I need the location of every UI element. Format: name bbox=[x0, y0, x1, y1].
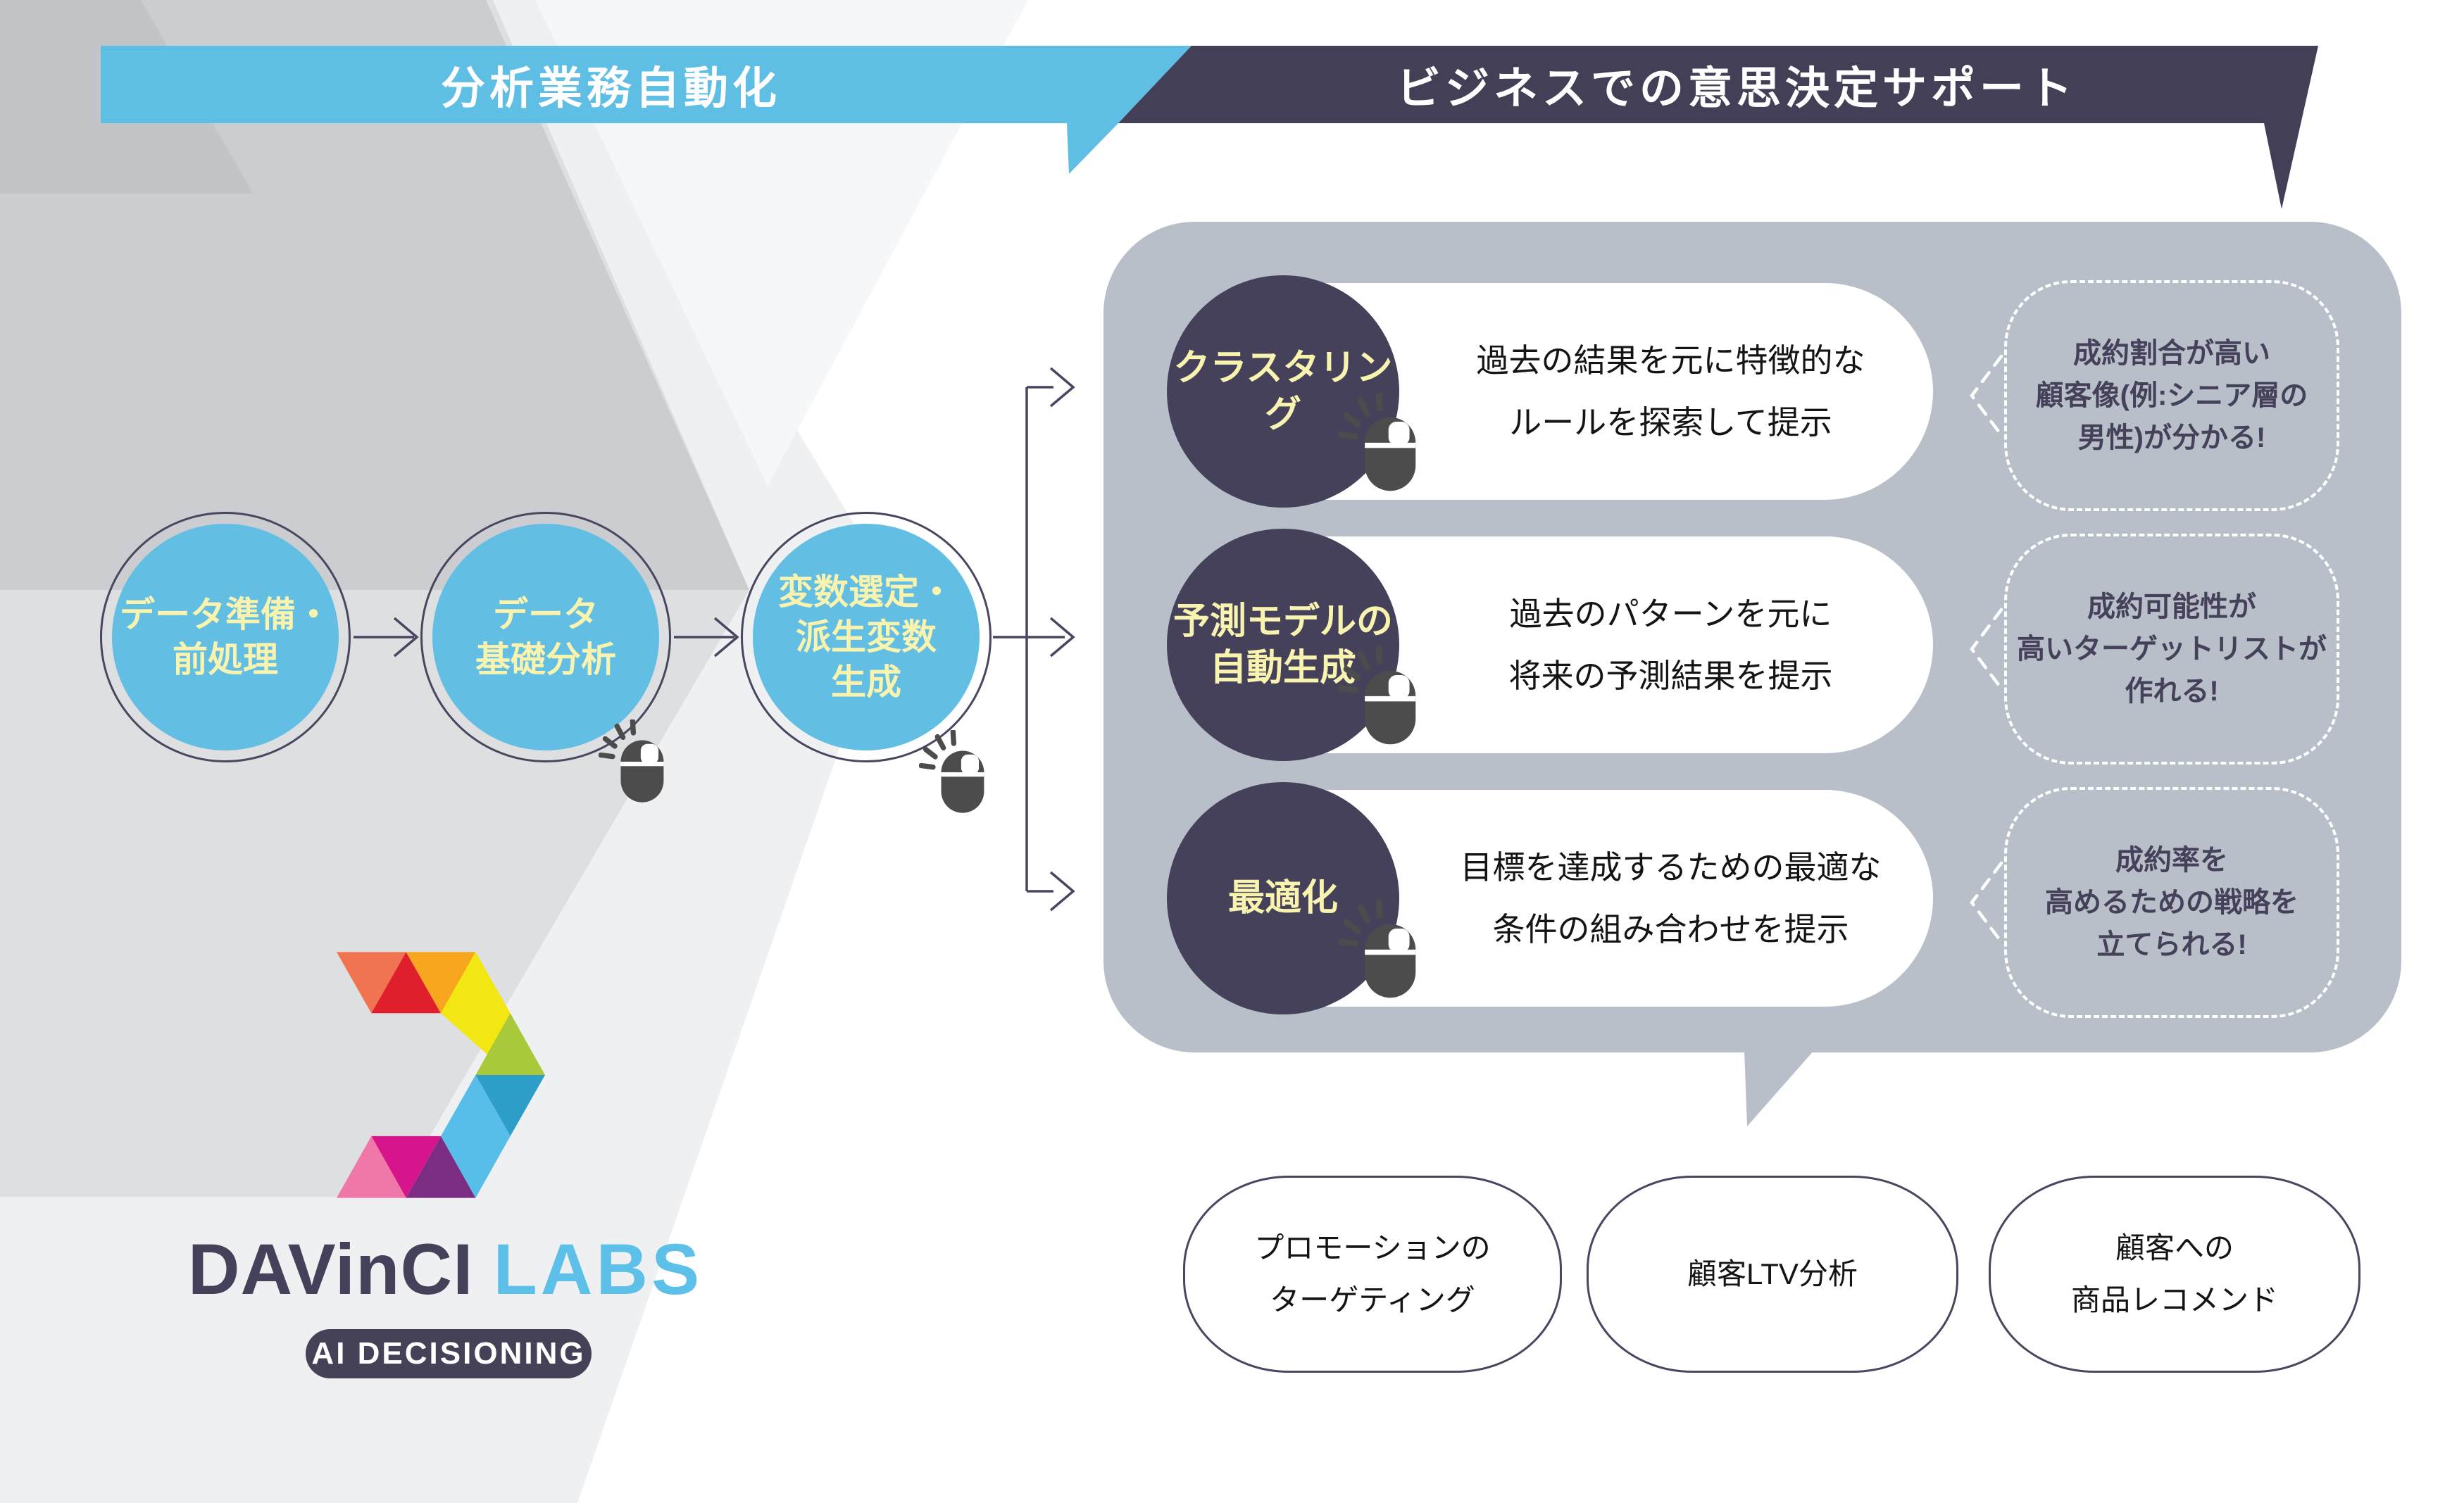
row-clustering-circle: クラスタリング bbox=[1167, 275, 1399, 508]
wordmark-labs: LABS bbox=[493, 1229, 703, 1309]
row-clustering-label: クラスタリング bbox=[1173, 348, 1393, 435]
benefit-text: 成約率を 高めるための戦略を 立てられる! bbox=[2045, 845, 2299, 960]
analysis-panel-tail bbox=[1744, 1050, 1814, 1126]
row-optimization-description: 目標を達成するための最適な 条件の組み合わせを提示 bbox=[1460, 849, 1882, 948]
use-case-label: 顧客への 商品レコメンド bbox=[2070, 1231, 2278, 1316]
mouse-click-icon bbox=[599, 719, 673, 805]
mouse-click-icon bbox=[1337, 900, 1428, 1000]
davinci-labs-logo-mark bbox=[337, 952, 545, 1198]
row-prediction-description: 過去のパターンを元に 将来の予測結果を提示 bbox=[1508, 596, 1833, 694]
banner-automation: 分析業務自動化 bbox=[101, 46, 1192, 174]
row-prediction-circle: 予測モデルの 自動生成 bbox=[1167, 529, 1399, 761]
benefit-bubble-optimization: 成約率を 高めるための戦略を 立てられる! bbox=[2004, 787, 2339, 1018]
step-variable-selection-circle: 変数選定・ 派生変数 生成 bbox=[753, 524, 980, 750]
mouse-click-icon bbox=[1337, 646, 1428, 747]
ai-decisioning-badge: AI DECISIONING bbox=[306, 1329, 592, 1378]
step-data-preparation: データ準備・ 前処理 bbox=[100, 512, 351, 762]
row-prediction-label: 予測モデルの 自動生成 bbox=[1172, 601, 1393, 688]
use-case-label: 顧客LTV分析 bbox=[1687, 1257, 1858, 1290]
wordmark-davinci: DAVinCI bbox=[187, 1229, 474, 1309]
use-case-promotion-targeting: プロモーションの ターゲティング bbox=[1183, 1176, 1562, 1373]
benefit-bubble-clustering: 成約割合が高い 顧客像(例:シニア層の 男性)が分かる! bbox=[2004, 280, 2339, 511]
benefit-bubble-prediction: 成約可能性が 高いターゲットリストが 作れる! bbox=[2004, 534, 2339, 765]
row-clustering-description: 過去の結果を元に特徴的な ルールを探索して提示 bbox=[1476, 342, 1865, 441]
use-case-customer-ltv: 顧客LTV分析 bbox=[1587, 1176, 1958, 1373]
step-basic-analysis-circle: データ 基礎分析 bbox=[432, 524, 659, 750]
row-optimization-label: 最適化 bbox=[1227, 878, 1338, 919]
row-optimization-circle: 最適化 bbox=[1167, 782, 1399, 1014]
banner-decision-support: ビジネスでの意思決定サポート bbox=[1118, 46, 2318, 209]
step-label: 変数選定・ 派生変数 生成 bbox=[778, 572, 954, 702]
step-label: データ 基礎分析 bbox=[475, 595, 616, 679]
mouse-click-icon bbox=[919, 730, 993, 815]
banner-automation-label: 分析業務自動化 bbox=[441, 63, 781, 113]
benefit-text: 成約可能性が 高いターゲットリストが 作れる! bbox=[2017, 591, 2327, 707]
use-case-label: プロモーションの ターゲティング bbox=[1254, 1231, 1491, 1316]
use-case-product-recommendation: 顧客への 商品レコメンド bbox=[1989, 1176, 2360, 1373]
step-variable-selection: 変数選定・ 派生変数 生成 bbox=[741, 512, 992, 762]
mouse-click-icon bbox=[1337, 393, 1428, 493]
banner-decision-support-label: ビジネスでの意思決定サポート bbox=[1396, 63, 2077, 113]
step-label: データ準備・ 前処理 bbox=[120, 595, 331, 679]
benefit-text: 成約割合が高い 顧客像(例:シニア層の 男性)が分かる! bbox=[2035, 338, 2308, 453]
davinci-labs-wordmark: DAVinCI LABS bbox=[176, 1226, 715, 1311]
ai-decisioning-badge-label: AI DECISIONING bbox=[311, 1336, 586, 1371]
step-data-preparation-circle: データ準備・ 前処理 bbox=[112, 524, 339, 750]
